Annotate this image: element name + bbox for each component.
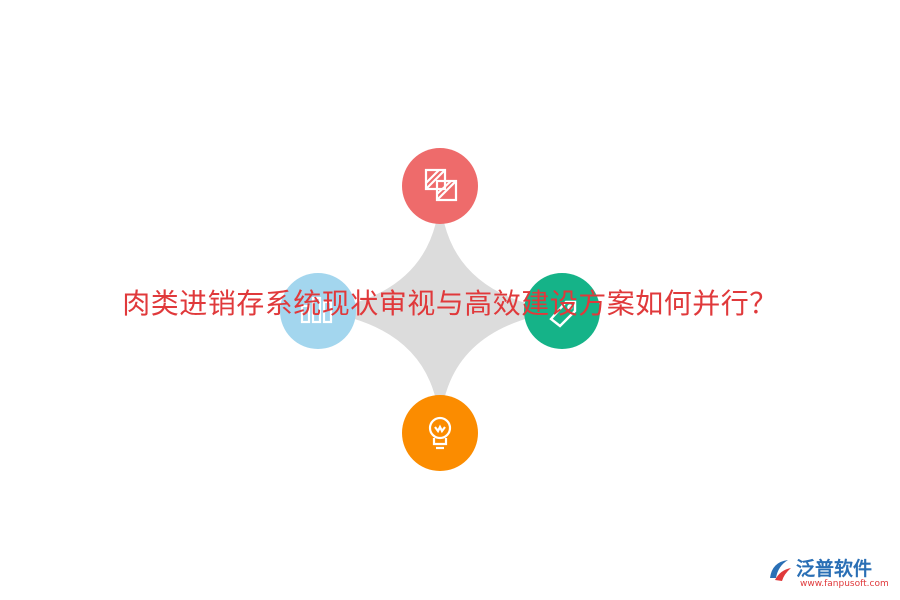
fanpu-logo-icon <box>770 560 791 581</box>
top-node <box>402 148 478 224</box>
tag-icon <box>549 300 577 328</box>
left-node-circle <box>280 273 356 349</box>
logo[interactable]: 泛普软件 www.fanpusoft.com <box>766 552 896 592</box>
logo-name: 泛普软件 <box>796 558 873 580</box>
top-node-circle <box>402 148 478 224</box>
diagram-title: 肉类进销存系统现状审视与高效建设方案如何并行？ <box>122 287 778 320</box>
pattern-squares-icon <box>424 168 458 202</box>
lightbulb-icon <box>428 416 452 450</box>
left-node <box>280 273 356 349</box>
right-node-circle <box>524 273 600 349</box>
four-point-star <box>318 186 562 436</box>
logo-url: www.fanpusoft.com <box>800 579 889 589</box>
bar-chart-icon <box>300 296 333 324</box>
bottom-node-circle <box>402 395 478 471</box>
bottom-node <box>402 395 478 471</box>
right-node <box>524 273 600 349</box>
